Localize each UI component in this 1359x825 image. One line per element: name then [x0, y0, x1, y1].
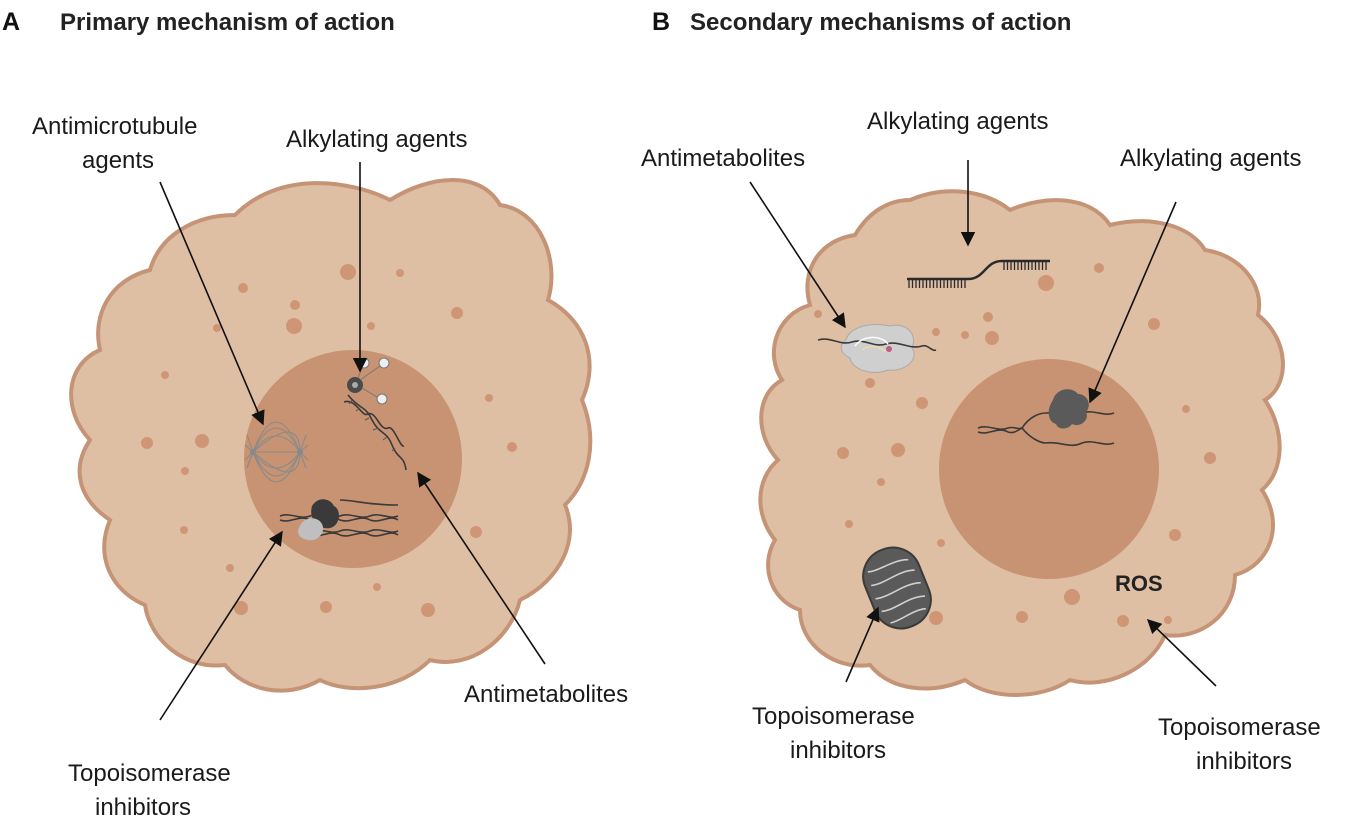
vesicle [286, 318, 302, 334]
vesicle [213, 324, 221, 332]
vesicle [195, 434, 209, 448]
arrow-topoisomerase [159, 530, 283, 721]
label-alkylating-agents: Alkylating agents [286, 126, 467, 153]
vesicle [937, 539, 945, 547]
panel-b-arrows [749, 160, 1217, 687]
label-topoisomerase-b-line1: Topoisomerase [1158, 714, 1321, 741]
ribosome-rna-icon [817, 324, 937, 373]
vesicle [837, 447, 849, 459]
vesicle [421, 603, 435, 617]
label-antimicrotubule-line1: Antimicrotubule [32, 113, 197, 140]
topoisomerase-dna-icon [279, 499, 399, 541]
vesicle [865, 378, 875, 388]
cell-a-vesicles [141, 264, 517, 617]
rna-strand-icon [907, 259, 1050, 288]
cell-b-vesicles [814, 263, 1216, 627]
arrow-topoisomerase-mito [845, 606, 880, 683]
vesicle [180, 526, 188, 534]
vesicle [1148, 318, 1160, 330]
vesicle [507, 442, 517, 452]
arrow-antimicrotubule [159, 181, 265, 426]
vesicle [814, 310, 822, 318]
mitotic-spindle-icon [244, 421, 309, 483]
arrow-antimetabolites [749, 181, 846, 329]
vesicle [396, 269, 404, 277]
vesicle [234, 601, 248, 615]
vesicle [141, 437, 153, 449]
vesicle [985, 331, 999, 345]
label-alkylating-agents-2: Alkylating agents [1120, 145, 1301, 172]
vesicle [1182, 405, 1190, 413]
panel-b-letter: B [652, 8, 670, 36]
vesicle [1038, 275, 1054, 291]
label-topoisomerase-a-line2: inhibitors [790, 737, 886, 764]
vesicle [451, 307, 463, 319]
panel-b-title: Secondary mechanisms of action [690, 9, 1071, 36]
label-topoisomerase-b-line2: inhibitors [1196, 748, 1292, 775]
vesicle [290, 300, 300, 310]
label-topoisomerase-a-line1: Topoisomerase [752, 703, 915, 730]
panel-a: A Primary mechanism of action [2, 8, 628, 821]
vesicle [1064, 589, 1080, 605]
vesicle [485, 394, 493, 402]
label-topoisomerase-line2: inhibitors [95, 794, 191, 821]
alkylated-protein-icon [1048, 389, 1089, 429]
replication-fork-icon [977, 389, 1115, 447]
panel-b: B Secondary mechanisms of action [641, 8, 1321, 775]
label-antimicrotubule-line2: agents [82, 147, 154, 174]
vesicle [1016, 611, 1028, 623]
vesicle [340, 264, 356, 280]
vesicle [367, 322, 375, 330]
label-ros: ROS [1115, 571, 1163, 596]
label-topoisomerase-line1: Topoisomerase [68, 760, 231, 787]
mitochondrion-icon [862, 546, 932, 630]
vesicle [181, 467, 189, 475]
vesicle [929, 611, 943, 625]
panel-a-arrows [159, 162, 546, 721]
vesicle [1204, 452, 1216, 464]
vesicle [320, 601, 332, 613]
panel-a-title: Primary mechanism of action [60, 9, 395, 36]
vesicle [226, 564, 234, 572]
arrow-alkylating-dna [1088, 201, 1177, 404]
vesicle [1094, 263, 1104, 273]
label-antimetabolites: Antimetabolites [464, 681, 628, 708]
label-antimetabolites: Antimetabolites [641, 145, 805, 172]
vesicle [1169, 529, 1181, 541]
vesicle [891, 443, 905, 457]
arrow-antimetabolites [417, 471, 546, 665]
vesicle [470, 526, 482, 538]
vesicle [1117, 615, 1129, 627]
vesicle [238, 283, 248, 293]
vesicle [1164, 616, 1172, 624]
vesicle [932, 328, 940, 336]
cell-b-nucleus [939, 359, 1159, 579]
vesicle [373, 583, 381, 591]
vesicle [877, 478, 885, 486]
vesicle [845, 520, 853, 528]
cell-a-nucleus [244, 350, 462, 568]
vesicle [961, 331, 969, 339]
arrow-topoisomerase-ros [1146, 618, 1217, 687]
vesicle [916, 397, 928, 409]
panel-a-letter: A [2, 8, 20, 36]
label-alkylating-agents-1: Alkylating agents [867, 108, 1048, 135]
vesicle [161, 371, 169, 379]
vesicle [983, 312, 993, 322]
